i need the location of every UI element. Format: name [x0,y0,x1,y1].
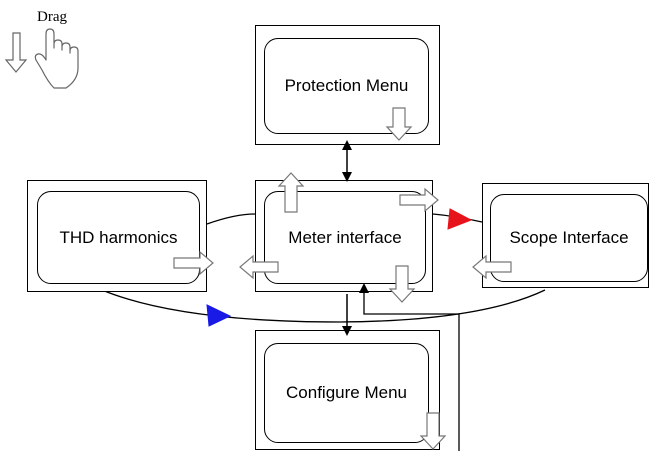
meter-up-nav-icon [277,172,305,213]
thd-harmonics-label: THD harmonics [59,227,178,247]
arrowhead-down-icon [342,326,352,336]
scope-interface-label: Scope Interface [509,228,629,247]
configure-menu-label: Configure Menu [286,383,407,402]
drag-hint-label: Drag [37,9,67,25]
thd-scope-bottom-connector [101,289,546,323]
hand-pointer-icon [34,28,79,89]
configure-menu-inner[interactable]: Configure Menu [264,343,429,443]
down-arrow-icon [4,32,28,73]
arrowhead-down-icon [342,172,352,182]
arrowhead-up-icon [359,283,369,293]
meter-down-nav-icon [388,265,416,303]
meter-right-nav-icon [399,187,439,213]
protection-menu-label: Protection Menu [284,76,409,95]
blue-arrowhead-icon [206,304,232,327]
thd-meter-connector [206,213,256,225]
thd-right-nav-icon [173,250,214,276]
scope-interface-inner[interactable]: Scope Interface [490,194,648,282]
configure-down-nav-icon [419,412,447,450]
meter-interface-label: Meter interface [288,227,402,247]
protection-down-nav-icon [385,107,413,141]
arrowhead-up-icon [342,140,352,150]
thd-harmonics-inner[interactable]: THD harmonics [37,191,200,284]
thd-harmonics-node[interactable]: THD harmonics [27,180,207,292]
scope-left-nav-icon [472,254,512,280]
meter-left-nav-icon [239,254,279,280]
return-elbow-connector [363,290,460,451]
red-arrowhead-icon [447,208,473,230]
